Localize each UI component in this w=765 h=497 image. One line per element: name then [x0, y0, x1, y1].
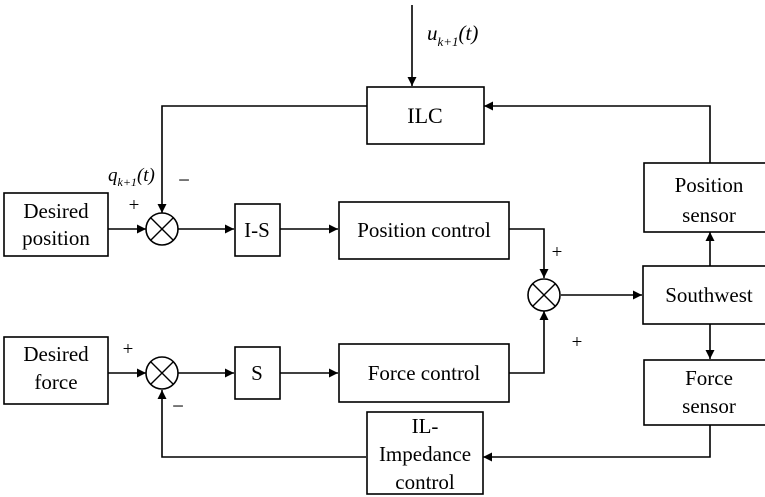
position-sensor-block: Position sensor: [643, 162, 765, 233]
mid-sum-top-plus-sign: +: [552, 242, 563, 263]
desired-position-label-line1: Desired: [23, 199, 89, 223]
ilc-label: ILC: [407, 103, 442, 128]
u-signal-label: uk+1(t): [427, 21, 478, 49]
force-sensor-label-line1: Force: [685, 366, 733, 390]
ilc-block: ILC: [366, 86, 485, 145]
top-summing-junction: [145, 212, 179, 246]
is-label: I-S: [244, 218, 270, 242]
position-control-to-mid-sum-arrow: [509, 228, 549, 278]
desired-force-label-line1: Desired: [23, 342, 89, 366]
top-sum-minus-sign: −: [178, 168, 190, 192]
q-signal-label: qk+1(t): [108, 165, 155, 189]
mid-sum-bottom-plus-sign: +: [572, 332, 583, 353]
desired-force-label-line2: force: [34, 370, 77, 394]
desired-position-label-line2: position: [22, 226, 90, 250]
middle-summing-junction: [527, 278, 561, 312]
is-block: I-S: [234, 203, 281, 257]
force-sensor-label-line2: sensor: [682, 394, 736, 418]
southwest-block: Southwest: [642, 265, 765, 325]
il-impedance-control-block: IL- Impedance control: [366, 411, 484, 495]
desired-force-block: Desired force: [3, 336, 109, 405]
force-sensor-block: Force sensor: [643, 359, 765, 426]
bottom-sum-plus-sign: +: [123, 339, 134, 360]
desired-position-block: Desired position: [3, 192, 109, 257]
impedance-to-bottom-sum-arrow: [157, 390, 366, 458]
wires: [108, 5, 715, 462]
force-control-label: Force control: [368, 361, 481, 385]
ilc-to-top-sum-arrow: [157, 105, 367, 213]
position-control-label: Position control: [357, 218, 491, 242]
force-control-block: Force control: [338, 343, 510, 403]
position-control-block: Position control: [338, 201, 510, 260]
position-sensor-label-line2: sensor: [682, 203, 736, 227]
top-sum-plus-sign: +: [129, 195, 140, 216]
force-sensor-to-impedance-arrow: [483, 425, 711, 462]
southwest-label: Southwest: [665, 283, 753, 307]
position-sensor-to-ilc-arrow: [484, 101, 711, 163]
bottom-summing-junction: [145, 356, 179, 390]
force-control-to-mid-sum-arrow: [509, 311, 549, 374]
il-impedance-label-line1: IL-: [412, 414, 439, 438]
il-impedance-label-line3: control: [395, 470, 455, 494]
position-sensor-label-line1: Position: [675, 173, 744, 197]
il-impedance-label-line2: Impedance: [379, 442, 471, 466]
bottom-sum-minus-sign: −: [172, 394, 184, 418]
s-label: S: [251, 361, 263, 385]
s-block: S: [234, 346, 281, 400]
